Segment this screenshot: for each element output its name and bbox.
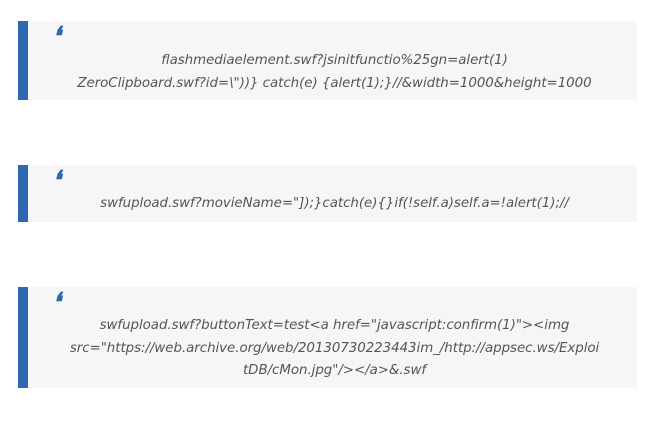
- code-quote-block-1: ❛ flashmediaelement.swf?jsinitfunctio%25…: [18, 21, 637, 100]
- quote-text: swfupload.swf?buttonText=test<a href="ja…: [69, 318, 600, 378]
- quote-mark-icon: ❛: [52, 166, 61, 196]
- code-quote-block-2: ❛ swfupload.swf?movieName="]);}catch(e){…: [18, 165, 637, 222]
- quote-text: swfupload.swf?movieName="]);}catch(e){}i…: [100, 196, 569, 211]
- quote-mark-icon: ❛: [52, 22, 61, 52]
- code-quote-block-3: ❛ swfupload.swf?buttonText=test<a href="…: [18, 287, 637, 388]
- quote-text: flashmediaelement.swf?jsinitfunctio%25gn…: [77, 53, 592, 91]
- quote-mark-icon: ❛: [52, 288, 61, 318]
